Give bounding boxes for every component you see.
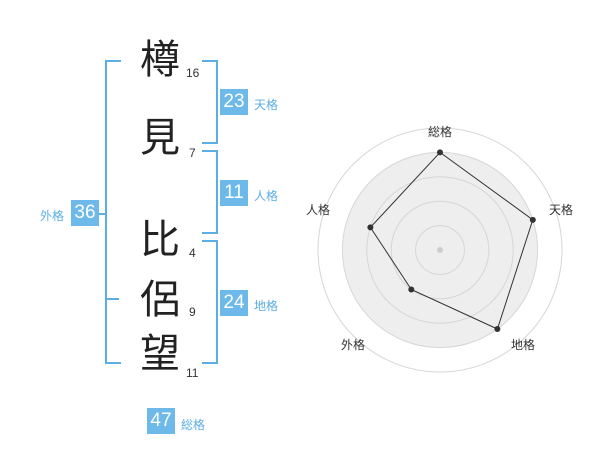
tenkaku-label: 天格	[254, 98, 279, 112]
name-char-3: 比	[140, 217, 180, 263]
radar-axis-label-chikaku: 地格	[511, 338, 536, 352]
name-char-4: 侶	[140, 277, 180, 323]
name-char-1: 樽	[140, 37, 180, 83]
radar-area	[369, 151, 534, 330]
radar-ring-1	[317, 127, 563, 373]
chikaku-value: 24	[220, 290, 248, 316]
gaikaku-label: 外格	[40, 209, 65, 223]
jinkaku-label: 人格	[254, 189, 279, 203]
tenkaku-bracket	[202, 60, 218, 144]
gaikaku-bracket	[105, 60, 121, 364]
radar-point-5	[367, 224, 374, 231]
radar-ring-5	[415, 225, 465, 275]
gaikaku-connector	[98, 213, 106, 215]
jinkaku-value: 11	[220, 180, 248, 206]
tenkaku-value: 23	[220, 89, 248, 115]
soukaku-label: 総格	[181, 418, 206, 432]
stroke-count-4: 9	[189, 305, 196, 319]
stroke-count-3: 4	[189, 246, 196, 260]
radar-point-1	[437, 149, 443, 156]
chikaku-label: 地格	[254, 299, 279, 313]
radar-ring-3	[366, 176, 514, 324]
radar-ring-4	[390, 200, 490, 300]
radar-axis-label-tenkaku: 天格	[549, 203, 574, 217]
stroke-count-1: 16	[186, 66, 200, 80]
radar-points	[367, 149, 536, 332]
chikaku-bracket	[202, 240, 218, 364]
stroke-count-2: 7	[189, 146, 196, 160]
radar-axis-label-gaikaku: 外格	[341, 338, 366, 352]
gaikaku-value: 36	[71, 200, 99, 226]
radar-axis-label-soukaku: 総格	[428, 125, 453, 139]
stroke-count-5: 11	[186, 366, 199, 380]
radar-point-2	[529, 216, 536, 223]
soukaku-value: 47	[147, 408, 175, 434]
radar-point-4	[408, 286, 415, 293]
jinkaku-bracket	[202, 150, 218, 234]
radar-point-3	[494, 325, 501, 332]
radar-axis-label-jinkaku: 人格	[306, 203, 331, 217]
radar-center-dot	[437, 247, 443, 253]
gaikaku-bracket-divider	[105, 298, 119, 300]
name-char-2: 見	[140, 115, 180, 161]
name-char-5: 望	[140, 331, 180, 377]
